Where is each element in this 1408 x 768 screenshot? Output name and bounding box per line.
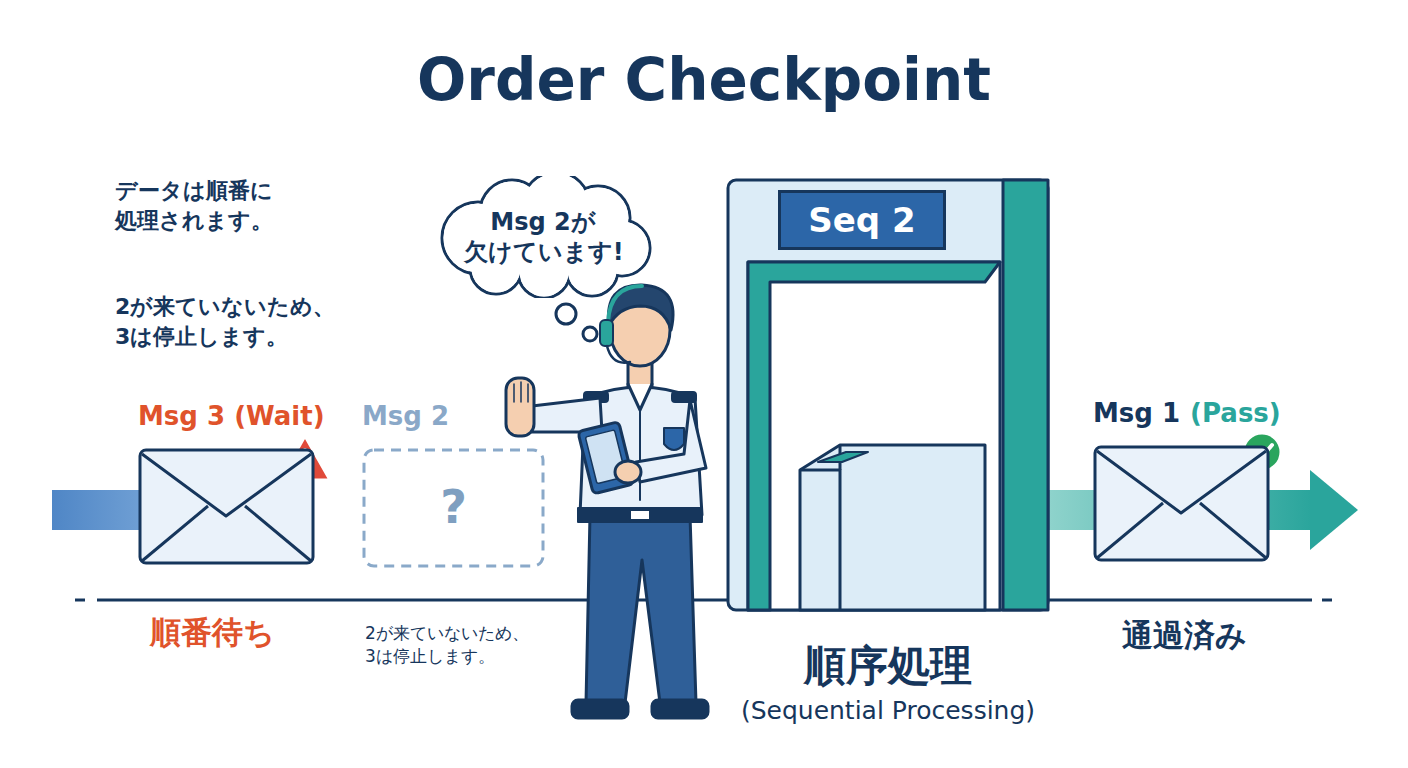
gate-label: 順序処理: [668, 638, 1108, 695]
intro-note: データは順番に 処理されます。: [115, 176, 313, 235]
stop-note: 2が来ていないため、 3は停止します。: [365, 622, 552, 668]
gate-sublabel: (Sequential Processing): [668, 694, 1108, 728]
node-text: Seq 2: [808, 199, 915, 242]
message-envelope: Msg 3 (Wait): [138, 448, 315, 565]
thought-dots: [556, 304, 597, 341]
envelope-outline: [1093, 445, 1270, 562]
stop-note: 2が来ていないため、 3は停止します。: [115, 292, 357, 351]
cloud-outline: [432, 176, 654, 298]
message-label: (Pass): [1190, 397, 1281, 430]
message-envelope: Msg 1(Pass): [1093, 445, 1270, 562]
diagram-title: Order Checkpoint: [0, 46, 1408, 114]
message-label: Msg 1: [1093, 397, 1180, 430]
question-mark: ?: [440, 479, 467, 537]
zone-label: 通過済み: [1122, 615, 1247, 657]
checkpoint-gate: [728, 180, 1048, 610]
zone-label: 順番待ち: [150, 612, 275, 654]
baseline: [75, 599, 1332, 602]
message-label: Msg 3 (Wait): [138, 400, 325, 433]
envelope-outline: [138, 448, 315, 565]
thought-bubble: Msg 2が 欠けています!: [432, 176, 654, 298]
missing-message-slot: Msg 2?: [362, 448, 545, 568]
flow-band: [52, 490, 142, 530]
node-text: Msg 2が 欠けています!: [464, 207, 622, 267]
message-label: Msg 2: [362, 400, 449, 433]
sequence-sign: Seq 2: [778, 190, 946, 250]
